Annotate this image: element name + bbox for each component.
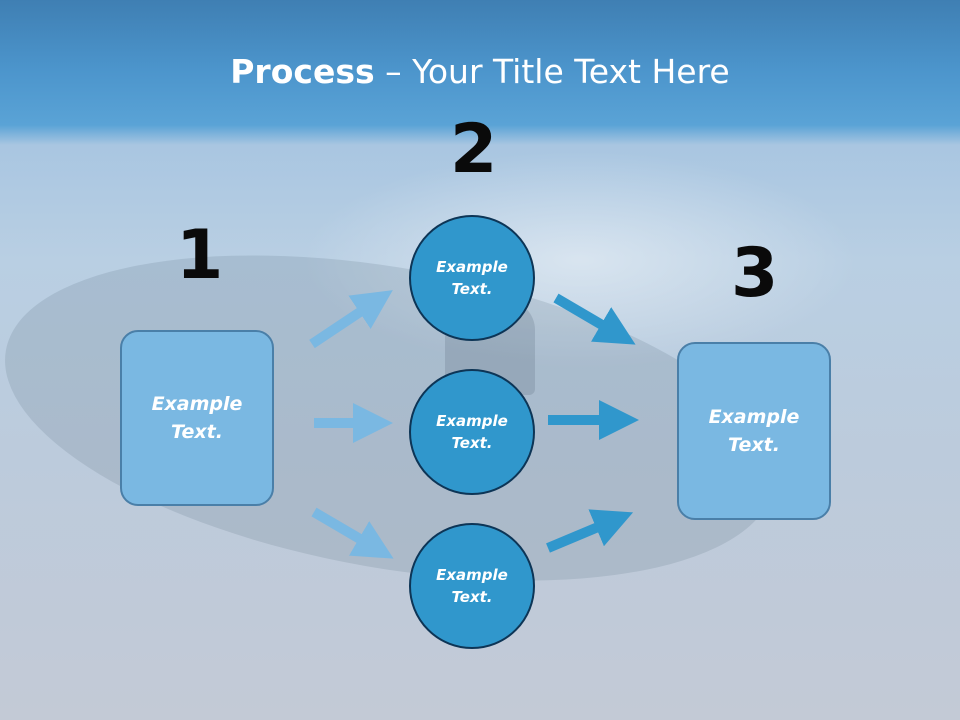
box-step-1-text: Example Text. bbox=[151, 392, 243, 444]
box-step-1: Example Text. bbox=[120, 330, 274, 506]
step-number-2: 2 bbox=[450, 110, 498, 189]
title-bold: Process bbox=[230, 52, 375, 91]
circle-top-text: Example Text. bbox=[436, 257, 508, 299]
arrow-bottom-to-right bbox=[546, 509, 634, 553]
circle-top: Example Text. bbox=[409, 215, 535, 341]
slide-title: Process – Your Title Text Here bbox=[0, 52, 960, 91]
arrow-top-to-right bbox=[553, 293, 636, 345]
circle-middle-text: Example Text. bbox=[436, 411, 508, 453]
title-rest: – Your Title Text Here bbox=[374, 52, 730, 91]
arrow-left-to-top bbox=[309, 290, 393, 349]
circle-bottom-text: Example Text. bbox=[436, 565, 508, 607]
step-number-3: 3 bbox=[731, 234, 779, 313]
arrow-left-to-bottom bbox=[311, 507, 394, 559]
circle-middle: Example Text. bbox=[409, 369, 535, 495]
circle-bottom: Example Text. bbox=[409, 523, 535, 649]
step-number-1: 1 bbox=[176, 216, 224, 295]
box-step-3-text: Example Text. bbox=[708, 405, 800, 457]
box-step-3: Example Text. bbox=[677, 342, 831, 520]
water-highlight bbox=[300, 150, 860, 370]
